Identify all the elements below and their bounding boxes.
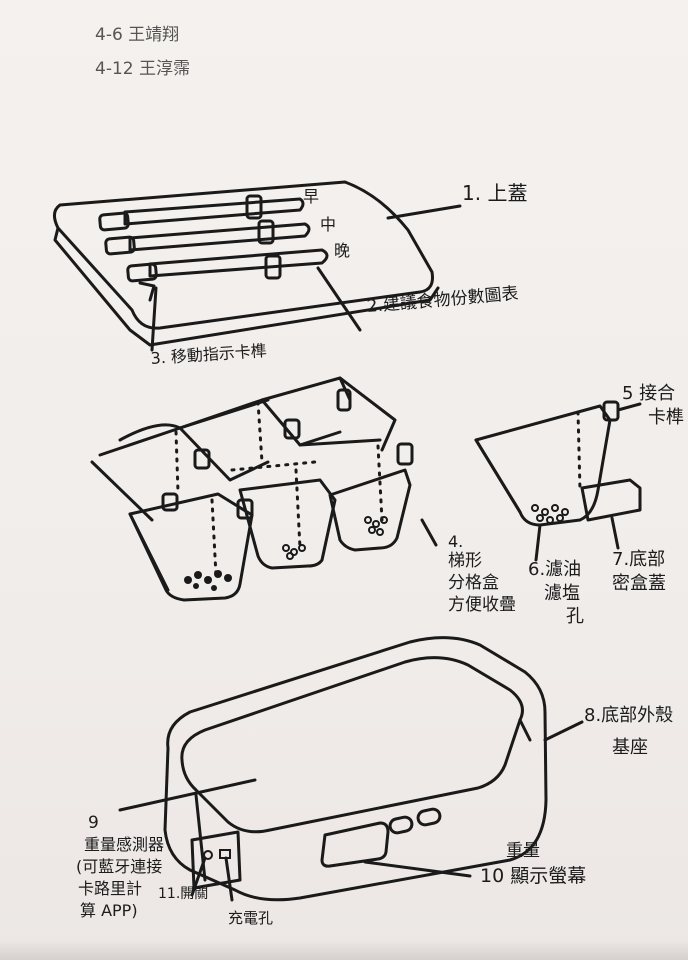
single-box-sketch xyxy=(474,400,642,562)
label-base-line2: 基座 xyxy=(612,737,648,758)
switch-and-port xyxy=(190,830,242,890)
label-sensor-number: 9 xyxy=(88,813,99,833)
bottom-leader xyxy=(610,516,620,550)
label-noon: 中 xyxy=(320,215,337,234)
lid-sketch xyxy=(53,180,462,352)
base-leader xyxy=(543,720,584,742)
label-bottom-line1: 7.底部 xyxy=(612,549,666,570)
label-lid: 1. 上蓋 xyxy=(462,181,528,205)
label-filter-line1: 6.濾油 xyxy=(528,559,582,580)
label-bottom-line2: 密盒蓋 xyxy=(612,573,666,594)
filter-leader xyxy=(534,523,542,562)
label-filter-line2: 濾塩 xyxy=(544,583,580,604)
label-trapezoid-line1: 梯形 xyxy=(448,551,482,571)
label-morning: 早 xyxy=(303,187,320,206)
slider-leader xyxy=(150,286,158,352)
label-latch-line2: 卡榫 xyxy=(648,407,684,428)
author-line-1: 4-6 王靖翔 xyxy=(95,25,180,45)
switch-leader xyxy=(190,856,207,897)
label-latch-line1: 5 接合 xyxy=(622,383,676,404)
charge-leader xyxy=(224,856,234,902)
paper-edge-shadow xyxy=(0,940,688,960)
compartment-leader xyxy=(420,518,438,547)
bottom-lid-shape xyxy=(580,478,642,522)
label-trapezoid-line3: 方便收疊 xyxy=(448,595,516,615)
label-sensor-line2: (可藍牙連接 xyxy=(76,857,163,876)
label-evening: 晚 xyxy=(334,241,351,260)
label-base-line1: 8.底部外殼 xyxy=(584,705,674,726)
weight-display-screen xyxy=(320,807,442,868)
label-filter-line3: 孔 xyxy=(566,606,584,627)
latch-leader xyxy=(616,402,642,412)
label-switch: 11.開關 xyxy=(158,886,209,902)
compartment-holes xyxy=(184,516,388,591)
compartment-boxes-sketch xyxy=(90,376,438,602)
slider-rods xyxy=(98,194,329,302)
display-leader xyxy=(363,860,472,878)
chart-leader xyxy=(316,266,362,332)
label-display-line2: 10 顯示螢幕 xyxy=(480,865,587,887)
label-sensor-line4: 算 APP) xyxy=(80,901,138,920)
sensor-leader xyxy=(118,778,257,812)
label-charge-port: 充電孔 xyxy=(228,909,274,927)
author-line-2: 4-12 王淳霈 xyxy=(95,59,190,79)
label-display-line1: 重量 xyxy=(506,841,540,861)
lid-leader xyxy=(386,204,462,220)
label-sensor-line1: 重量感測器 xyxy=(84,835,165,854)
label-trapezoid-line2: 分格盒 xyxy=(448,573,499,593)
filter-holes xyxy=(531,504,569,524)
label-trapezoid-number: 4. xyxy=(448,532,464,551)
label-sensor-line3: 卡路里計 xyxy=(78,879,143,898)
base-sketch xyxy=(118,636,584,902)
